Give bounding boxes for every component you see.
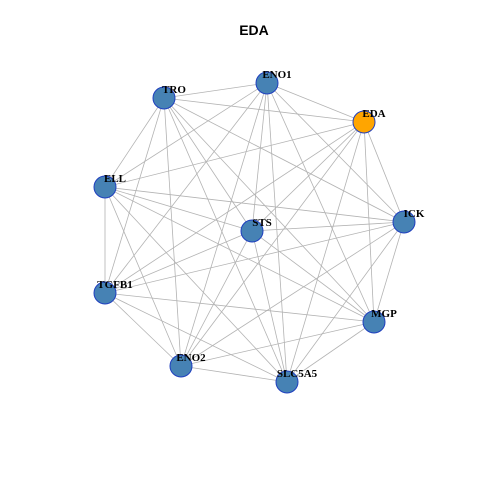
edge-mgp-slc5a5	[286, 321, 375, 383]
edge-eno1-mgp	[266, 82, 375, 323]
node-tro: TRO	[152, 84, 186, 110]
edge-tro-eno2	[163, 97, 182, 367]
node-circle-eda	[352, 110, 376, 134]
node-tgfb1: TGFB1	[93, 279, 133, 305]
edge-tro-sts	[163, 97, 253, 232]
edge-ell-sts	[104, 186, 253, 232]
edge-eno1-tgfb1	[104, 82, 268, 294]
edge-layer	[104, 82, 405, 383]
edge-tgfb1-mgp	[104, 292, 375, 323]
node-circle-mgp	[362, 310, 386, 334]
edge-ell-ick	[104, 186, 405, 223]
node-circle-sts	[240, 219, 264, 243]
edge-ick-eno2	[180, 221, 405, 367]
edge-sts-eno2	[180, 230, 253, 367]
edge-sts-slc5a5	[251, 230, 288, 383]
edge-eno2-slc5a5	[180, 365, 288, 383]
edge-eda-sts	[251, 121, 365, 232]
node-eno2: ENO2	[169, 352, 206, 378]
edge-eno1-eda	[266, 82, 365, 123]
node-ell: ELL	[93, 173, 126, 199]
graph-title: EDA	[239, 22, 269, 38]
edge-tgfb1-slc5a5	[104, 292, 288, 383]
edge-sts-tgfb1	[104, 230, 253, 294]
node-label-mgp: MGP	[371, 308, 397, 320]
node-circle-ell	[93, 175, 117, 199]
node-circle-tro	[152, 86, 176, 110]
node-label-tgfb1: TGFB1	[97, 279, 132, 291]
node-label-eda: EDA	[362, 108, 385, 120]
node-circle-slc5a5	[275, 370, 299, 394]
edge-tro-ell	[104, 97, 165, 188]
edge-tgfb1-eno2	[104, 292, 182, 367]
node-eda: EDA	[352, 108, 386, 134]
node-slc5a5: SLC5A5	[275, 368, 318, 394]
edge-tro-ick	[163, 97, 405, 223]
edge-tro-eno1	[163, 82, 268, 99]
node-label-slc5a5: SLC5A5	[277, 368, 318, 380]
node-circle-eno2	[169, 354, 193, 378]
node-ick: ICK	[392, 208, 425, 234]
node-circle-eno1	[255, 71, 279, 95]
edge-ick-slc5a5	[286, 221, 405, 383]
edge-ick-mgp	[373, 221, 405, 323]
node-sts: STS	[240, 217, 272, 243]
edge-eda-ick	[363, 121, 405, 223]
edge-sts-mgp	[251, 230, 375, 323]
edge-eno1-ick	[266, 82, 405, 223]
edge-eda-slc5a5	[286, 121, 365, 383]
node-label-sts: STS	[252, 217, 272, 229]
edge-ick-tgfb1	[104, 221, 405, 294]
edge-eda-mgp	[363, 121, 375, 323]
edge-eda-eno2	[180, 121, 365, 367]
node-label-eno2: ENO2	[176, 352, 206, 364]
node-label-eno1: ENO1	[262, 69, 291, 81]
node-label-tro: TRO	[162, 84, 186, 96]
node-label-ell: ELL	[104, 173, 126, 185]
edge-ell-slc5a5	[104, 186, 288, 383]
edge-eno1-ell	[104, 82, 268, 188]
edge-eno2-mgp	[180, 321, 375, 367]
node-eno1: ENO1	[255, 69, 292, 95]
edge-eno1-eno2	[180, 82, 268, 367]
node-label-ick: ICK	[404, 208, 425, 220]
edge-tro-mgp	[163, 97, 375, 323]
edge-eno1-sts	[251, 82, 268, 232]
edge-ick-sts	[251, 221, 405, 232]
edge-eno1-slc5a5	[266, 82, 288, 383]
edge-eda-tgfb1	[104, 121, 365, 294]
node-circle-ick	[392, 210, 416, 234]
edge-tro-slc5a5	[163, 97, 288, 383]
node-circle-tgfb1	[93, 281, 117, 305]
edge-ell-eno2	[104, 186, 182, 367]
edge-eda-ell	[104, 121, 365, 188]
node-mgp: MGP	[362, 308, 397, 334]
